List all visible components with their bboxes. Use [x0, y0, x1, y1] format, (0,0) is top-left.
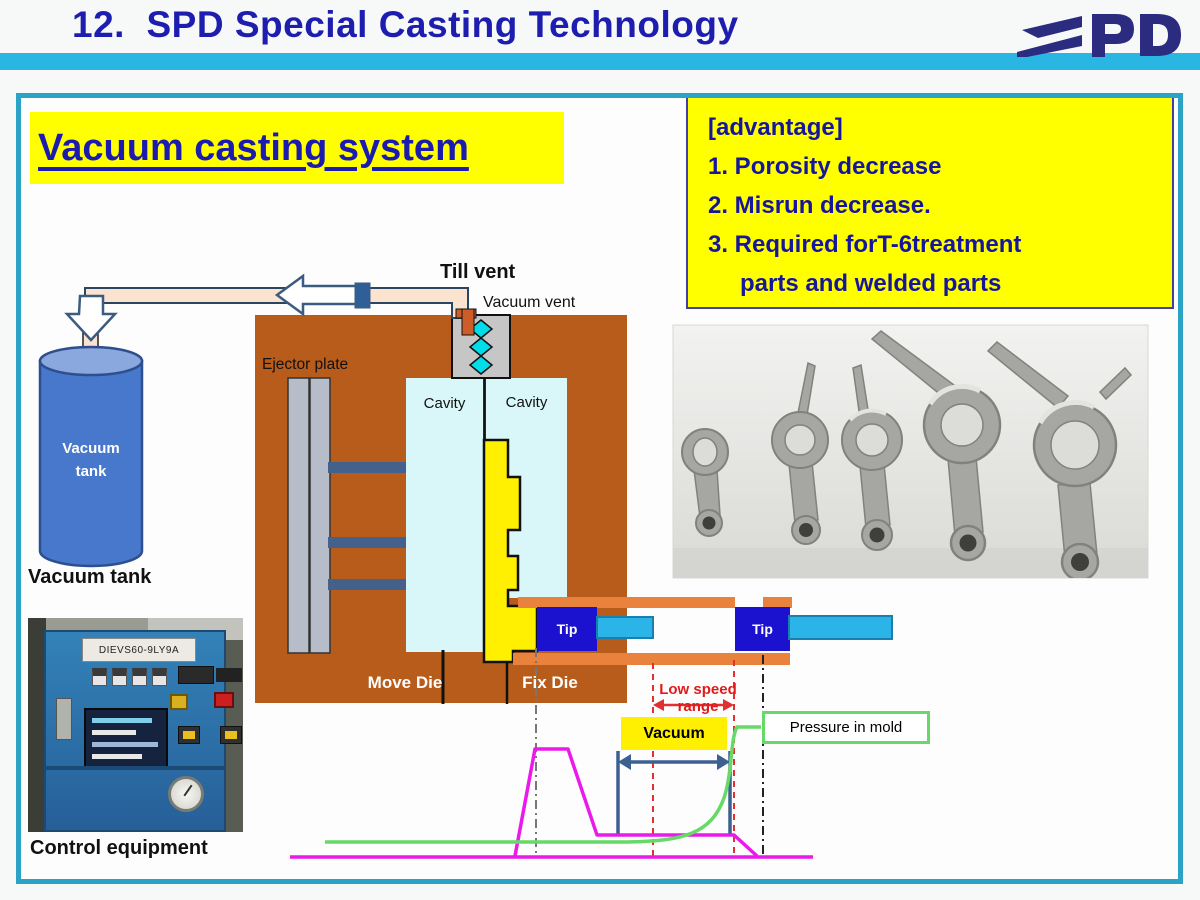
panel-module [112, 668, 127, 686]
panel-module [178, 666, 214, 684]
control-equipment-photo: DIEVS60-9LY9A [28, 618, 243, 832]
logo-s-bottom-stroke [1017, 35, 1082, 57]
cabinet-seam [46, 766, 226, 770]
low-speed-range-label: Low speed range [659, 681, 737, 715]
panel-screen [84, 708, 168, 770]
panel-counter [178, 726, 200, 744]
ejector-plate-label: Ejector plate [262, 356, 349, 373]
move-die-label: Move Die [367, 673, 443, 692]
advantage-item: parts and welded parts [740, 270, 1002, 297]
pressure-in-mold-box: Pressure in mold [762, 711, 930, 744]
spd-logo [1017, 14, 1181, 57]
till-vent-label: Till vent [440, 261, 516, 283]
cavity-right-label: Cavity [505, 394, 548, 411]
cavity-left-label: Cavity [423, 395, 466, 412]
control-equipment-caption: Control equipment [30, 837, 208, 859]
panel-module [92, 668, 107, 686]
section-title: Vacuum casting system [38, 126, 469, 169]
panel-module [152, 668, 167, 686]
advantage-item: 1. Porosity decrease [708, 153, 942, 180]
vacuum-annotation-box: Vacuum [621, 717, 727, 750]
vacuum-tank-text: Vacuum tank [62, 440, 120, 480]
photo-background [28, 618, 46, 832]
logo-letter-d [1140, 14, 1181, 56]
tip-right-label: Tip [752, 621, 773, 637]
advantage-item: 2. Misrun decrease. [708, 192, 931, 219]
logo-s-top-stroke [1022, 16, 1082, 38]
fix-die-label: Fix Die [522, 673, 578, 692]
vacuum-vent-label: Vacuum vent [483, 294, 576, 311]
logo-letter-p [1092, 14, 1134, 57]
advantage-box: [advantage] 1. Porosity decrease 2. Misr… [686, 98, 1174, 309]
panel-module [216, 668, 242, 682]
tip-left-label: Tip [556, 621, 578, 637]
header-divider-bar [0, 53, 1200, 70]
pressure-gauge [168, 776, 204, 812]
panel-counter [220, 726, 242, 744]
page-title: 12. SPD Special Casting Technology [72, 4, 739, 45]
panel-switch [56, 698, 72, 740]
indicator-red [214, 692, 234, 708]
panel-module [132, 668, 147, 686]
vacuum-tank-caption: Vacuum tank [28, 566, 152, 588]
indicator-yellow [170, 694, 188, 710]
panel-nameplate: DIEVS60-9LY9A [82, 638, 196, 662]
advantage-heading: [advantage] [708, 114, 843, 141]
advantage-item: 3. Required forT-6treatment [708, 231, 1022, 258]
section-title-box: Vacuum casting system [30, 112, 564, 184]
